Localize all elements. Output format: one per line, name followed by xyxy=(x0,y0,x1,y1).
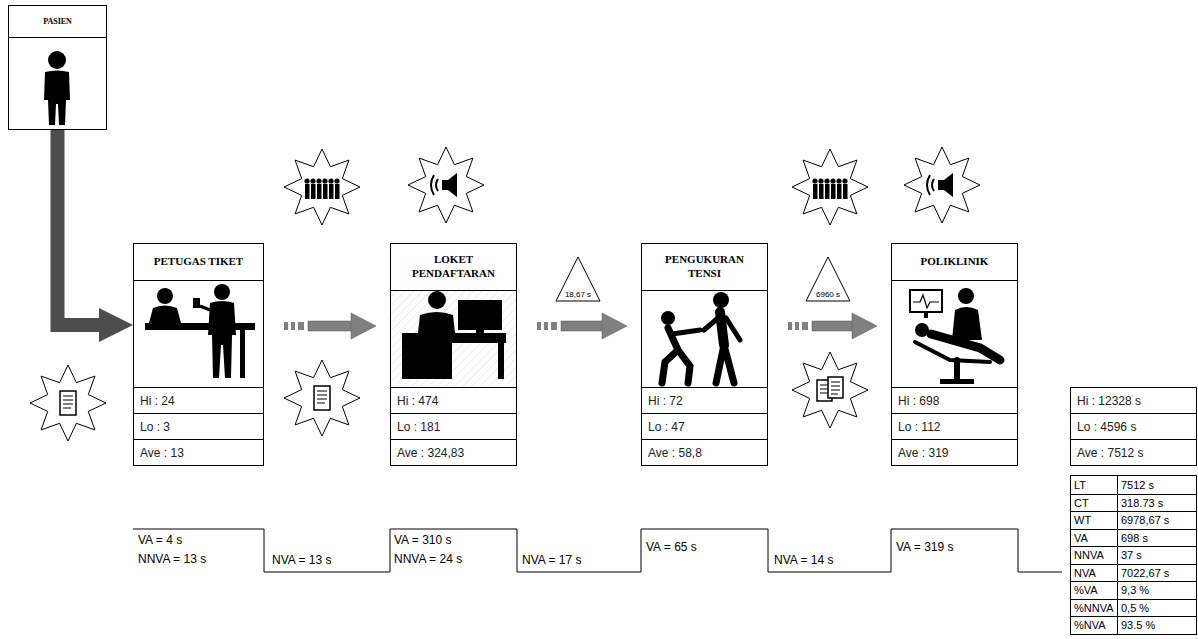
timeline-label: NVA = 14 s xyxy=(774,553,833,567)
table-row: LT7512 s xyxy=(1071,476,1196,494)
inventory-time: 6960 s xyxy=(816,290,840,299)
data-row: Hi : 24 xyxy=(134,387,263,413)
data-row: Ave : 13 xyxy=(134,439,263,465)
table-cell: 318.73 s xyxy=(1118,495,1196,512)
data-row: Lo : 3 xyxy=(134,413,263,439)
push-stripe xyxy=(537,322,541,330)
table-cell: 37 s xyxy=(1118,547,1196,564)
data-row: Hi : 474 xyxy=(391,387,516,413)
summary-row: Lo : 4596 s xyxy=(1071,413,1196,439)
data-row: Lo : 112 xyxy=(892,413,1017,439)
arrow-shaft xyxy=(308,321,352,331)
timeline-label: VA = 319 s xyxy=(896,540,954,554)
table-cell: NVA xyxy=(1071,565,1118,582)
icon-area xyxy=(642,291,767,387)
data-row: Ave : 58,8 xyxy=(642,439,767,465)
table-row: %NNVA0,5 % xyxy=(1071,599,1196,617)
table-cell: 93.5 % xyxy=(1118,617,1196,634)
arrow-shaft xyxy=(561,321,603,331)
push-stripe xyxy=(291,322,295,330)
customer-arrow xyxy=(58,130,134,342)
process-box: LOKET PENDAFTARAN Hi : 474Lo : 181Ave : 3… xyxy=(390,243,517,466)
table-row: WT6978,67 s xyxy=(1071,511,1196,529)
table-cell: 9,3 % xyxy=(1118,582,1196,599)
data-row: Lo : 181 xyxy=(391,413,516,439)
process-box: POLIKLINIK Hi : 698Lo : 112Ave : 319 xyxy=(891,243,1018,466)
push-arrow xyxy=(537,313,627,339)
process-box: PENGUKURAN TENSI Hi : 72Lo : 47Ave : 58,8 xyxy=(641,243,768,466)
table-row: %NVA93.5 % xyxy=(1071,616,1196,634)
data-row: Ave : 324,83 xyxy=(391,439,516,465)
table-cell: LT xyxy=(1071,476,1118,494)
process-title: PETUGAS TIKET xyxy=(134,244,263,281)
triangle-shape xyxy=(556,257,600,301)
push-stripe xyxy=(284,322,288,330)
process-title: LOKET PENDAFTARAN xyxy=(391,244,516,291)
table-cell: %NVA xyxy=(1071,617,1118,634)
push-stripe xyxy=(544,322,548,330)
table-row: %VA9,3 % xyxy=(1071,581,1196,599)
table-cell: %NNVA xyxy=(1071,600,1118,617)
table-cell: VA xyxy=(1071,530,1118,547)
icon-area xyxy=(892,281,1017,387)
table-row: VA698 s xyxy=(1071,529,1196,547)
process-title: PENGUKURAN TENSI xyxy=(642,244,767,291)
timeline-label: NNVA = 13 s xyxy=(138,552,206,566)
arrow-shaft xyxy=(812,321,853,331)
timeline-label: VA = 65 s xyxy=(646,540,697,554)
summary-box: Hi : 12328 sLo : 4596 sAve : 7512 s xyxy=(1070,387,1197,466)
table-cell: CT xyxy=(1071,495,1118,512)
metrics-table: LT7512 sCT318.73 sWT6978,67 sVA698 sNNVA… xyxy=(1070,475,1197,635)
timeline-label: VA = 310 s xyxy=(394,533,452,547)
timeline-label: NNVA = 24 s xyxy=(394,552,462,566)
table-cell: %VA xyxy=(1071,582,1118,599)
summary-row: Ave : 7512 s xyxy=(1071,439,1196,465)
customer-title: PASIEN xyxy=(9,6,106,38)
table-cell: 6978,67 s xyxy=(1118,512,1196,529)
push-stripe xyxy=(795,322,799,330)
data-row: Hi : 72 xyxy=(642,387,767,413)
timeline-label: VA = 4 s xyxy=(138,533,182,547)
inventory-triangle: 6960 s xyxy=(805,256,851,302)
table-cell: 698 s xyxy=(1118,530,1196,547)
arrow-head xyxy=(602,313,627,339)
timeline xyxy=(133,529,1062,572)
data-row: Ave : 319 xyxy=(892,439,1017,465)
timeline-label: NVA = 17 s xyxy=(522,553,581,567)
table-cell: 7022,67 s xyxy=(1118,565,1196,582)
push-stripe xyxy=(551,322,557,330)
push-stripe xyxy=(802,322,808,330)
process-title: POLIKLINIK xyxy=(892,244,1017,281)
arrow-shaft xyxy=(58,130,102,325)
push-arrow xyxy=(284,313,376,339)
icon-area xyxy=(9,38,106,129)
table-cell: WT xyxy=(1071,512,1118,529)
data-row: Hi : 698 xyxy=(892,387,1017,413)
table-cell: 0,5 % xyxy=(1118,600,1196,617)
table-cell: 7512 s xyxy=(1118,476,1196,494)
inventory-time: 18,67 s xyxy=(565,290,591,299)
icon-area xyxy=(134,281,263,387)
customer-box: PASIEN xyxy=(8,5,107,130)
summary-row: Hi : 12328 s xyxy=(1071,388,1196,413)
inventory-triangle: 18,67 s xyxy=(555,256,601,302)
table-row: NNVA37 s xyxy=(1071,546,1196,564)
arrow-head xyxy=(99,308,133,342)
triangle-shape xyxy=(806,257,850,301)
arrow-head xyxy=(351,313,376,339)
arrow-head xyxy=(852,313,877,339)
table-row: CT318.73 s xyxy=(1071,494,1196,512)
table-cell: NNVA xyxy=(1071,547,1118,564)
table-row: NVA7022,67 s xyxy=(1071,564,1196,582)
timeline-label: NVA = 13 s xyxy=(272,553,331,567)
icon-area xyxy=(391,291,516,387)
push-stripe xyxy=(298,322,304,330)
process-box: PETUGAS TIKET Hi : 24Lo : 3Ave : 13 xyxy=(133,243,264,466)
push-arrow xyxy=(788,313,877,339)
push-stripe xyxy=(788,322,792,330)
data-row: Lo : 47 xyxy=(642,413,767,439)
